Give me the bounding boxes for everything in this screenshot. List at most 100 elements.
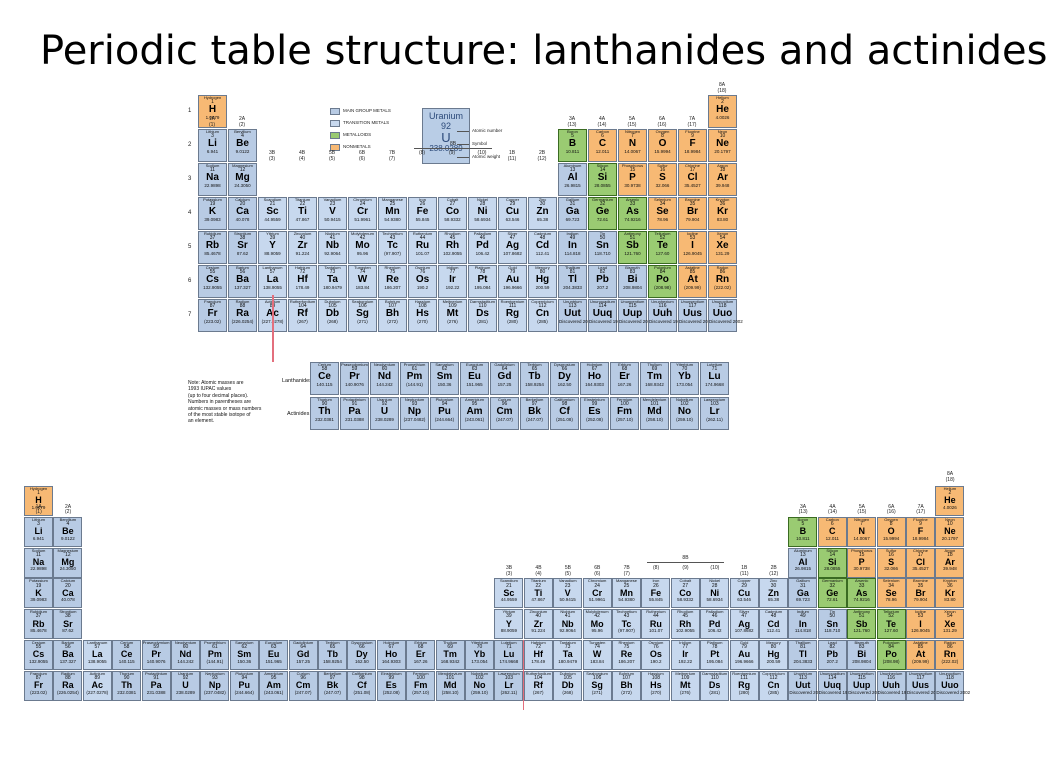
atomic-number: 55 [209,269,216,276]
atomic-number: 117 [688,303,697,310]
element-name: Promethium [403,362,426,367]
element-symbol: Dy [558,371,571,383]
group-header: 6A (16) [657,116,667,128]
group-header: 1B (11) [507,150,517,162]
atomic-number: 80 [539,269,546,276]
atomic-mass: 151.965 [265,658,282,664]
atomic-mass: 4.0026 [715,114,730,120]
atomic-number: 93 [212,674,218,681]
atomic-mass: 173.054 [676,381,693,387]
atomic-mass: 95.96 [356,250,369,256]
element-name: Ytterbium [675,362,694,367]
element-name: Fermium [616,397,633,402]
atomic-mass: 190.2 [416,284,429,290]
atomic-number: 74 [594,644,600,651]
atomic-number: 18 [947,551,953,558]
atomic-number: 35 [917,582,924,589]
element-symbol: Cn [535,308,550,320]
element-symbol: Xe [716,240,729,252]
atomic-number: 47 [509,235,516,242]
atomic-mass: Discovered 1999 [877,689,912,695]
atomic-number: 84 [888,644,894,651]
atomic-number: 86 [719,269,726,276]
element-name: Arsenic [625,197,640,202]
atomic-mass: (272) [621,689,632,695]
atomic-mass: Discovered 2004 [559,318,593,324]
atomic-mass: 40.078 [61,597,75,603]
atomic-mass: Discovered 2002 [936,689,971,695]
atomic-number: 57 [269,269,276,276]
element-name: Iron [652,578,660,584]
element-symbol: Sm [237,649,252,660]
element-name: Lithium [32,516,45,522]
atomic-mass: 79.904 [913,597,928,603]
element-name: Strontium [233,231,252,236]
element-symbol: I [691,240,694,252]
element-name: Iridium [679,640,692,645]
element-symbol: Ir [449,274,456,286]
element-symbol: Uuo [941,680,959,691]
legend-label: TRANSITION METALS [343,120,390,125]
atomic-number: 98 [561,401,568,408]
element-name: Ununpentium [849,670,874,676]
element-name: Holmium [586,362,603,367]
element-name: Seaborgium [351,299,374,304]
atomic-number: 60 [182,644,189,651]
atomic-number: 10 [947,520,953,527]
element-symbol: Yb [678,371,691,383]
atomic-mass: 28.0855 [594,182,611,188]
atomic-mass: 92.9064 [559,628,576,634]
atomic-number: 111 [508,303,517,310]
element-name: Curium [498,397,511,402]
element-symbol: Mn [385,206,400,218]
atomic-mass: 26.9815 [794,566,812,572]
group-header: (8) [418,150,426,156]
element-name: Rubidium [204,231,221,236]
atomic-mass: 35.4527 [912,566,929,572]
element-name: Darmstadtium [702,670,728,676]
element-name: Nobelium [471,670,488,676]
element-symbol: Ta [327,274,338,286]
atomic-mass: 14.0067 [624,148,641,154]
atomic-mass: (285) [768,689,779,695]
atomic-number: 96 [501,401,508,408]
atomic-mass: 65.38 [767,597,780,603]
atomic-number: 57 [94,644,101,651]
element-name: Beryllium [59,516,77,522]
element-symbol: Kr [716,206,729,218]
element-name: Boron [567,129,578,134]
atomic-mass: 196.9666 [734,658,754,664]
element-symbol: Y [269,240,276,252]
atomic-number: 39 [269,235,276,242]
element-symbol: B [568,138,577,150]
slide-title: Periodic table structure: lanthanides an… [40,28,1047,74]
element-symbol: O [658,138,667,150]
atomic-mass: 174.9668 [705,381,724,387]
element-symbol: Tl [568,274,577,286]
atomic-number: 17 [917,551,924,558]
element-symbol: Ho [587,371,602,383]
atomic-number: 11 [209,167,216,174]
element-symbol: Xe [944,618,956,629]
element-name: Tungsten [354,265,371,270]
atomic-number: 69 [447,644,453,651]
